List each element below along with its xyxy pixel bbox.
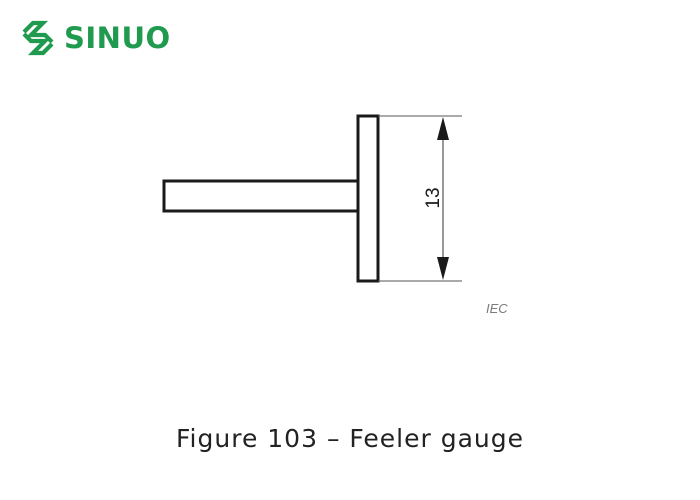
gauge-blade — [356, 114, 380, 283]
iec-watermark: IEC — [486, 301, 508, 316]
sinuo-logo-icon — [22, 20, 54, 56]
dimension-label: 13 — [423, 187, 444, 208]
figure-caption: Figure 103 – Feeler gauge — [176, 424, 524, 453]
dimension-arrow-top — [437, 117, 449, 140]
logo-text: SINUO — [64, 20, 171, 55]
dimension-arrow-bottom — [437, 257, 449, 280]
brand-logo: SINUO — [18, 16, 171, 60]
gauge-handle — [162, 179, 360, 213]
